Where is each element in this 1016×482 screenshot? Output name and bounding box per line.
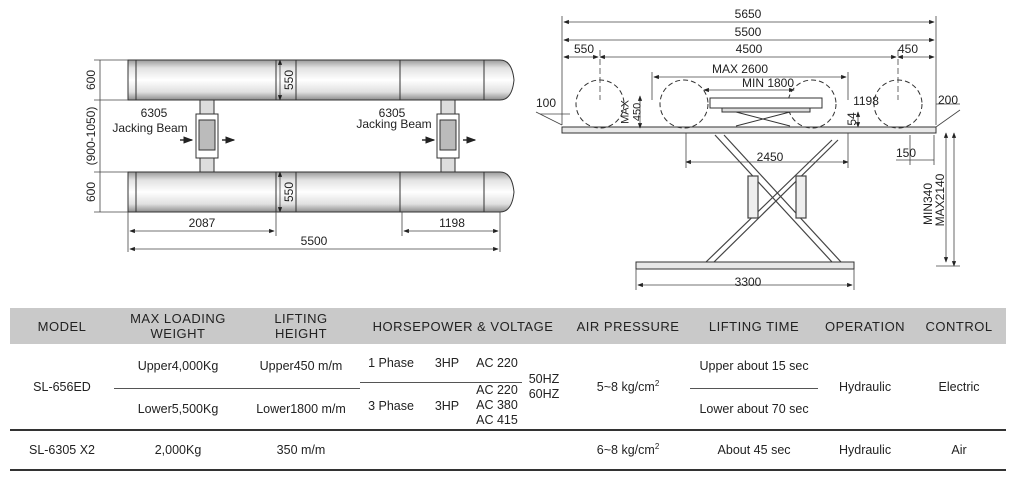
dim-min-1800: MIN 1800 xyxy=(742,76,794,90)
side-view-right-dims xyxy=(540,95,960,290)
row2-model: SL-6305 X2 xyxy=(10,430,114,471)
dim-3300: 3300 xyxy=(735,275,762,289)
side-base xyxy=(635,261,855,270)
row1-phase1-voltage: AC 220 xyxy=(472,344,522,383)
jacking-beam-right xyxy=(422,99,477,173)
row1-phase1: 1 Phase xyxy=(360,344,422,383)
side-platform xyxy=(561,126,937,134)
row1-control: Electric xyxy=(912,344,1007,431)
row1-time-lower: Lower about 70 sec xyxy=(690,388,819,431)
row2-operation: Hydraulic xyxy=(818,430,913,471)
row1-weight-lower: Lower5,500Kg xyxy=(114,388,242,431)
jack-right-name: Jacking Beam xyxy=(356,117,431,131)
row1-model: SL-656ED xyxy=(10,344,114,431)
dim-5500-bottom: 5500 xyxy=(301,234,328,248)
row2-weight: 2,000Kg xyxy=(114,430,242,471)
row1-weight-upper: Upper4,000Kg xyxy=(114,344,242,389)
jack-right-model: 6305 xyxy=(379,106,406,120)
side-wheels xyxy=(575,79,923,129)
row2-time: About 45 sec xyxy=(690,430,819,471)
dim-600-bottom: 600 xyxy=(84,182,98,202)
row2-air-pressure: 6~8 kg/cm2 xyxy=(566,430,691,471)
row1-time-upper: Upper about 15 sec xyxy=(690,344,819,389)
row2-control: Air xyxy=(912,430,1007,471)
header-hp-voltage: HORSEPOWER & VOLTAGE xyxy=(360,308,567,344)
dim-550-top: 550 xyxy=(282,70,296,90)
row1-phase1-hp: 3HP xyxy=(422,344,472,383)
row1-operation: Hydraulic xyxy=(818,344,913,431)
jacking-beam-left xyxy=(180,99,236,173)
row1-height-lower: Lower1800 m/m xyxy=(242,388,360,431)
row1-height-upper: Upper450 m/m xyxy=(242,344,360,389)
row2-hp-voltage xyxy=(360,430,567,471)
row1-phase3: 3 Phase xyxy=(360,382,422,431)
dim-1198-side: 1198 xyxy=(853,94,879,108)
dim-min340: MIN340 xyxy=(921,183,935,225)
dim-600-top: 600 xyxy=(84,70,98,90)
table-row: Lower5,500Kg Lower1800 m/m Lower about 7… xyxy=(10,388,1006,431)
header-operation: OPERATION xyxy=(818,308,913,344)
side-jack xyxy=(709,97,823,127)
side-view-top-dims xyxy=(561,16,937,125)
row1-air-pressure: 5~8 kg/cm2 xyxy=(566,344,691,431)
technical-drawings: 600 (900-1050) 600 550 550 2087 1198 550… xyxy=(84,7,961,290)
dim-450: 450 xyxy=(898,42,918,56)
top-view-left-dims xyxy=(94,59,128,213)
header-control: CONTROL xyxy=(912,308,1007,344)
jack-left-name: Jacking Beam xyxy=(112,121,187,135)
header-lifting-time: LIFTING TIME xyxy=(690,308,819,344)
jack-left-model: 6305 xyxy=(141,106,168,120)
upper-runway xyxy=(127,59,515,101)
header-model: MODEL xyxy=(10,308,114,344)
lower-runway xyxy=(127,171,515,213)
top-view-bottom-dims xyxy=(127,59,501,252)
side-view xyxy=(535,16,961,290)
dim-5500: 5500 xyxy=(735,25,762,39)
dim-1198-bottom: 1198 xyxy=(439,216,465,230)
dim-550-bottom: 550 xyxy=(282,182,296,202)
dim-4500: 4500 xyxy=(736,42,763,56)
dim-5650: 5650 xyxy=(735,7,762,21)
dim-100: 100 xyxy=(536,96,556,110)
row1-phase3-hp: 3HP xyxy=(422,382,472,431)
table-row: SL-656ED Upper4,000Kg Upper450 m/m 1 Pha… xyxy=(10,344,1007,431)
top-view xyxy=(94,59,515,252)
dim-200: 200 xyxy=(938,93,958,107)
dim-150: 150 xyxy=(896,146,916,160)
row2-height: 350 m/m xyxy=(242,430,360,471)
dim-max-2600: MAX 2600 xyxy=(712,62,768,76)
dim-54: 54 xyxy=(845,112,859,126)
dim-2087: 2087 xyxy=(189,216,216,230)
header-air-pressure: AIR PRESSURE xyxy=(566,308,691,344)
dim-2450: 2450 xyxy=(757,150,784,164)
dim-max-450: MAX450 xyxy=(620,99,644,124)
dim-gap: (900-1050) xyxy=(84,107,98,166)
dim-550: 550 xyxy=(574,42,594,56)
table-row: SL-6305 X2 2,000Kg 350 m/m 6~8 kg/cm2 Ab… xyxy=(10,430,1007,471)
dim-max2140: MAX2140 xyxy=(933,173,947,226)
